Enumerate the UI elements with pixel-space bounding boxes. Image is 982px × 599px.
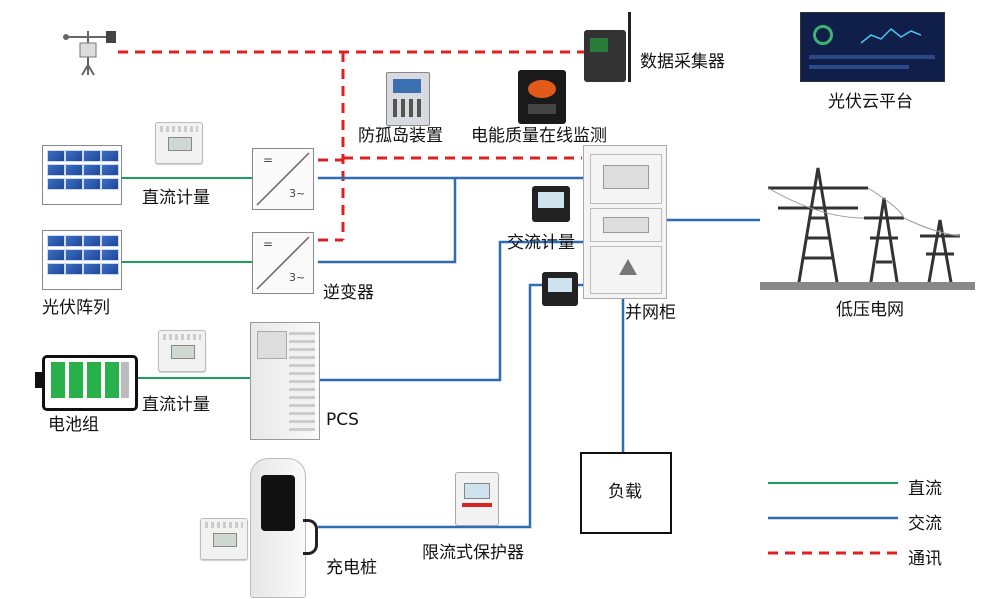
inverter-upper-ac-symbol: 3~	[289, 187, 306, 200]
dc-meter-battery-icon	[158, 330, 206, 372]
data-collector-icon	[584, 12, 631, 82]
inverter-lower-ac-symbol: 3~	[289, 271, 306, 284]
legend-dc-label: 直流	[908, 479, 942, 499]
pcs-label: PCS	[326, 410, 359, 430]
pv-panel-lower	[42, 230, 122, 290]
legend-comm-label: 通讯	[908, 549, 942, 569]
power-quality-label: 电能质量在线监测	[471, 126, 607, 146]
pv-array-label: 光伏阵列	[42, 298, 110, 318]
battery-pack-icon	[35, 355, 138, 411]
current-limiter-icon	[455, 472, 499, 526]
inverter-lower: = 3~	[252, 232, 314, 294]
battery-label: 电池组	[48, 415, 99, 435]
charger-meter-icon	[200, 518, 248, 560]
dc-meter-pv-icon	[155, 122, 203, 164]
grid-cabinet-icon	[583, 145, 667, 299]
inverter-upper: = 3~	[252, 148, 314, 210]
pcs-cabinet-icon	[250, 322, 320, 440]
comm-lines	[118, 50, 585, 242]
anti-island-device-icon	[386, 72, 430, 126]
anti-island-label: 防孤岛装置	[358, 126, 443, 146]
low-voltage-grid-label: 低压电网	[836, 300, 904, 320]
ac-meter-label: 交流计量	[507, 233, 575, 253]
pv-panel-upper	[42, 145, 122, 205]
dc-lines	[122, 177, 898, 484]
ac-meter-icon-lower	[542, 272, 578, 306]
cloud-platform-screen	[800, 12, 945, 82]
grid-cabinet-label: 并网柜	[625, 303, 676, 323]
charging-pile-icon	[250, 458, 318, 598]
power-quality-monitor-icon	[518, 70, 566, 124]
legend-ac-label: 交流	[908, 514, 942, 534]
ac-meter-icon-upper	[532, 186, 570, 222]
cloud-platform-label: 光伏云平台	[828, 92, 913, 112]
charging-pile-label: 充电桩	[326, 558, 377, 578]
load-label: 负载	[608, 482, 642, 502]
weather-station-icon	[63, 31, 116, 76]
inverter-upper-dc-symbol: =	[263, 153, 274, 167]
ac-line-pcs	[318, 240, 585, 382]
inverter-label: 逆变器	[323, 283, 374, 303]
dc-meter-pv-label: 直流计量	[142, 188, 210, 208]
inverter-lower-dc-symbol: =	[263, 237, 274, 251]
transmission-towers-icon	[760, 167, 975, 290]
ac-line-charger	[318, 283, 585, 529]
data-collector-label: 数据采集器	[640, 52, 725, 72]
ac-line-inverter2	[318, 178, 457, 264]
dc-meter-battery-label: 直流计量	[142, 395, 210, 415]
load-box: 负载	[580, 452, 672, 534]
current-limiter-label: 限流式保护器	[422, 543, 524, 563]
